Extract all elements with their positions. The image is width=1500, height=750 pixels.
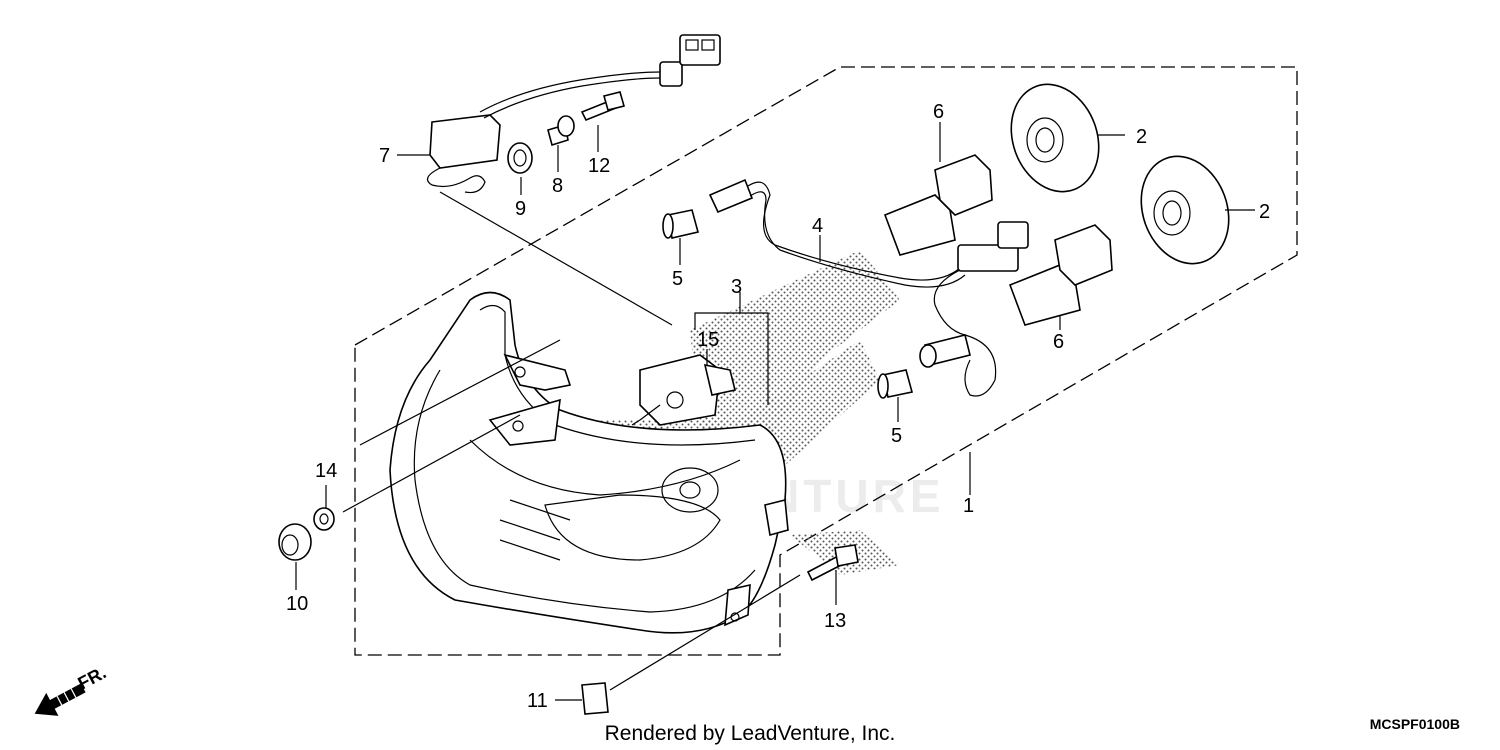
callout-12: 12 [588,155,610,177]
callout-5: 5 [891,425,902,447]
callout-9: 9 [515,198,526,220]
callout-2: 2 [1136,126,1147,148]
small-hardware [507,91,625,174]
callout-14: 14 [315,460,337,482]
wiring-connector-unit [426,34,721,194]
callout-15: 15 [697,329,719,351]
callout-8: 8 [552,175,563,197]
callout-11: 11 [527,690,548,712]
callout-labels: 1 2 2 3 4 5 5 6 6 7 8 9 10 11 12 13 14 1… [286,101,1270,712]
small-bulbs [662,209,913,399]
headlight-bulbs [883,154,1113,326]
callout-5: 5 [672,268,683,290]
callout-6: 6 [933,101,944,123]
grommet-and-nut [278,507,335,561]
render-credit: Rendered by LeadVenture, Inc. [605,722,896,745]
callout-7: 7 [379,145,390,167]
assembly-boundary [354,66,1298,656]
headlight-adjuster [631,354,736,426]
callout-13: 13 [824,610,846,632]
callout-6: 6 [1053,331,1064,353]
dust-covers [1010,83,1230,265]
callout-3: 3 [731,276,742,298]
wire-harness [708,178,1029,397]
leader-lines [295,122,1255,701]
arrow-front-icon [34,683,86,716]
clip-and-bolt [581,544,859,715]
callout-10: 10 [286,593,308,615]
callout-1: 1 [963,495,974,517]
callout-2: 2 [1259,201,1270,223]
front-direction-indicator: FR. [34,662,109,716]
callout-4: 4 [812,215,823,237]
diagram-code: MCSPF0100B [1370,716,1460,732]
shade-area-upper [690,250,900,440]
